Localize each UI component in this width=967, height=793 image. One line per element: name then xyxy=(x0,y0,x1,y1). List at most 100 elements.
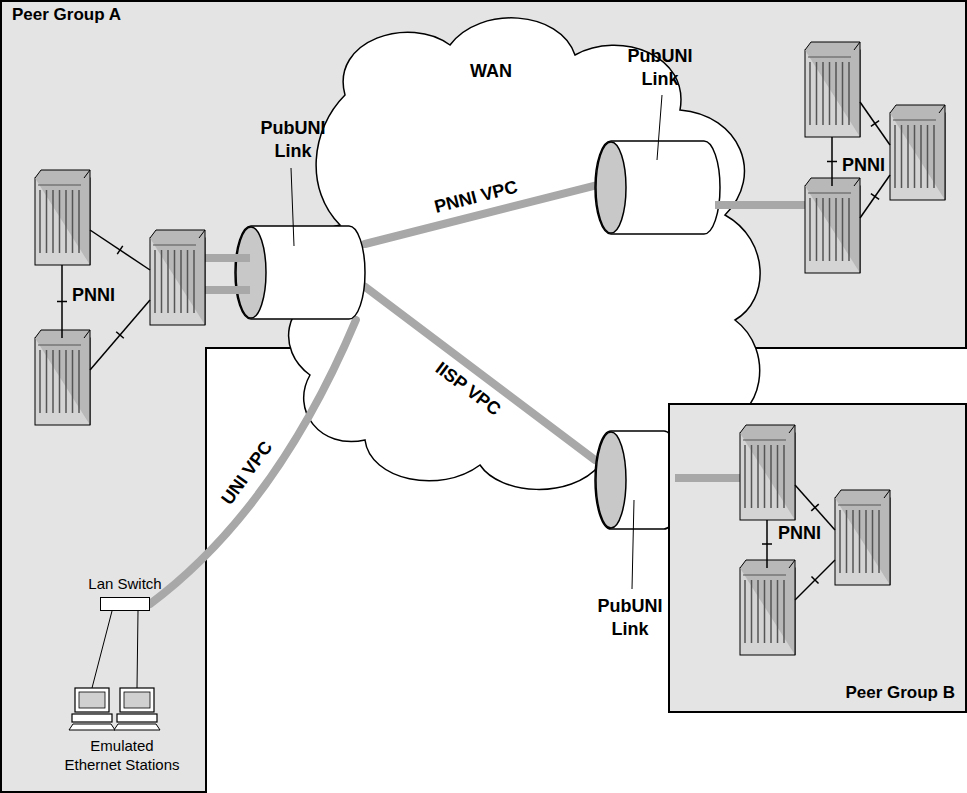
rack-slot xyxy=(59,190,61,253)
rack-top xyxy=(835,490,890,585)
link-tick xyxy=(57,301,67,303)
cylinder-body xyxy=(595,141,720,234)
rack-slot xyxy=(927,125,929,188)
rack-slot xyxy=(839,510,841,573)
rack-slot xyxy=(816,62,818,125)
rack-slot xyxy=(842,62,844,125)
link-tick xyxy=(811,504,818,511)
rack-top xyxy=(805,42,860,137)
rack-slot xyxy=(809,198,811,261)
trunk-link xyxy=(205,286,250,294)
rack-slot xyxy=(751,580,753,643)
pnni-link xyxy=(61,265,63,338)
trunk-link xyxy=(205,254,250,262)
rack-slot xyxy=(78,350,80,413)
link-tick xyxy=(117,246,123,254)
link-tick xyxy=(871,194,879,200)
cylinder-outline xyxy=(235,225,365,320)
rack-slot xyxy=(751,445,753,508)
rack-rail xyxy=(838,505,881,506)
rack-slot xyxy=(180,250,182,313)
rack-slot xyxy=(39,350,41,413)
rack-slot xyxy=(842,198,844,261)
rack-slot xyxy=(829,198,831,261)
region-title: Peer Group B xyxy=(845,682,955,703)
switch-rack xyxy=(35,178,90,265)
station-keyboard xyxy=(114,724,160,730)
rack-slot xyxy=(872,510,874,573)
vpc-label: PNNI VPC xyxy=(432,176,520,219)
protocol-label: PNNI xyxy=(842,154,885,177)
switch-label: Lan Switch xyxy=(88,575,161,592)
rack-slot xyxy=(59,350,61,413)
rack-slot xyxy=(809,62,811,125)
station-wire xyxy=(92,611,138,688)
rack-slot xyxy=(816,198,818,261)
rack-slot xyxy=(848,198,850,261)
rack-slot xyxy=(744,580,746,643)
rack-top xyxy=(35,330,90,425)
rack-rail xyxy=(38,345,81,346)
rack-slot xyxy=(770,445,772,508)
vpc-label: IISP VPC xyxy=(431,358,505,422)
vpc-connector xyxy=(150,320,356,604)
rack-slot xyxy=(46,350,48,413)
pnni-link xyxy=(795,560,835,600)
rack-slot xyxy=(52,350,54,413)
trunk-link xyxy=(715,201,805,209)
switch-rack xyxy=(835,498,890,585)
link-tick xyxy=(762,543,772,545)
rack-slot xyxy=(770,580,772,643)
rack-slot xyxy=(914,125,916,188)
pubuni-link-cylinder: PubUNI Link xyxy=(235,225,365,320)
station-monitor xyxy=(120,688,154,712)
rack-slot xyxy=(52,190,54,253)
rack-slot xyxy=(744,445,746,508)
cylinder-outline xyxy=(595,140,720,235)
rack-slot xyxy=(154,250,156,313)
rack-slot xyxy=(835,198,837,261)
rack-slot xyxy=(852,510,854,573)
rack-slot xyxy=(39,190,41,253)
pnni-link xyxy=(860,175,890,218)
protocol-label: PNNI xyxy=(72,284,115,307)
rack-rail xyxy=(893,120,936,121)
region-title: Peer Group A xyxy=(12,4,121,25)
rack-slot xyxy=(822,198,824,261)
rack-rail xyxy=(808,57,851,58)
rack-slot xyxy=(783,445,785,508)
switch-rack xyxy=(740,433,795,520)
cylinder-body xyxy=(235,226,365,319)
rack-slot xyxy=(835,62,837,125)
station-screen xyxy=(79,692,105,708)
cloud-label: WAN xyxy=(470,60,512,83)
vpc-connector xyxy=(365,186,595,244)
rack-slot xyxy=(72,190,74,253)
switch-rack xyxy=(805,186,860,273)
rack-slot xyxy=(848,62,850,125)
lan-switch-box: Lan Switch xyxy=(100,597,150,611)
vpc-label: UNI VPC xyxy=(216,437,277,509)
rack-slot xyxy=(65,190,67,253)
link-tick xyxy=(811,576,818,583)
rack-slot xyxy=(174,250,176,313)
station-base xyxy=(72,714,112,722)
rack-slot xyxy=(193,250,195,313)
leader-line xyxy=(632,500,634,589)
pnni-link xyxy=(860,102,890,145)
switch-rack xyxy=(35,338,90,425)
cylinder-end xyxy=(236,227,266,318)
rack-slot xyxy=(829,62,831,125)
peer-group-region: Peer Group B xyxy=(668,403,967,713)
switch-rack xyxy=(740,568,795,655)
rack-slot xyxy=(65,350,67,413)
trunk-link xyxy=(675,474,740,482)
link-tick xyxy=(116,332,124,339)
rack-slot xyxy=(167,250,169,313)
rack-slot xyxy=(878,510,880,573)
rack-slot xyxy=(865,510,867,573)
leader-line xyxy=(291,168,294,246)
pnni-link xyxy=(90,300,150,370)
pubuni-link-cylinder: PubUNI Link xyxy=(595,140,720,235)
pnni-link xyxy=(831,137,833,186)
